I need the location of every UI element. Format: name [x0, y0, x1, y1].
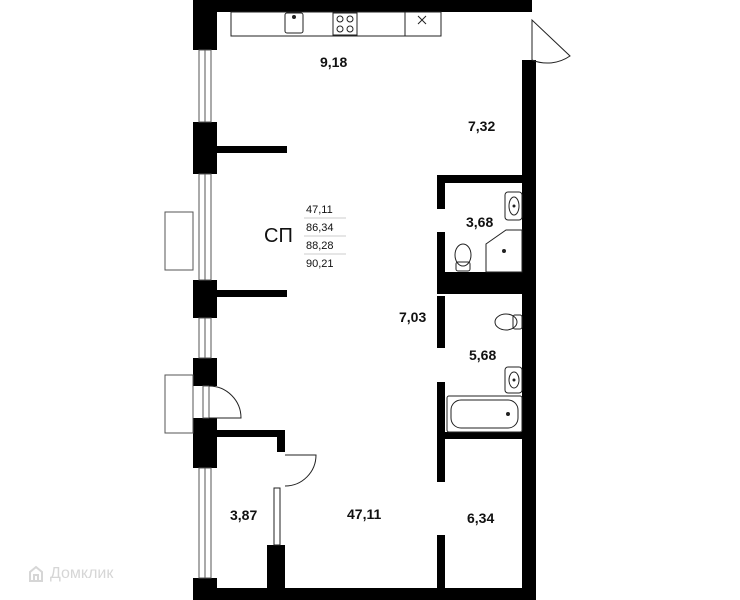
storage-door-swing — [284, 454, 317, 487]
summary-line-4: 90,21 — [306, 258, 334, 270]
wet-wall-5 — [437, 535, 445, 590]
sanitary-fixtures — [446, 191, 523, 433]
balcony-ledge-lower — [164, 374, 194, 434]
entrance-door — [531, 18, 571, 64]
watermark: Домклик — [26, 562, 113, 586]
doors — [208, 18, 571, 546]
room-lower-right-area: 6,34 — [467, 510, 494, 526]
toilet-icon — [494, 313, 523, 331]
summary-line-3: 88,28 — [306, 240, 334, 252]
bath-bottom-wall — [437, 432, 525, 439]
balcony-door-leaf — [202, 385, 210, 419]
storage-right-wall — [267, 545, 285, 590]
wall-left-pier-1 — [193, 122, 217, 174]
domclick-logo-icon — [29, 565, 43, 582]
summary-line-2: 86,34 — [306, 222, 334, 234]
balcony-door-swing — [208, 385, 242, 419]
wall-left-pier-4 — [193, 418, 217, 468]
shower-tray-icon — [485, 229, 523, 273]
shower-room-area: 3,68 — [466, 214, 493, 230]
sink-icon — [284, 12, 304, 34]
wet-wall-3 — [437, 296, 445, 348]
watermark-text: Домклик — [50, 565, 114, 582]
windows — [164, 49, 212, 579]
corridor-middle-area: 7,03 — [399, 309, 426, 325]
room-area-labels: 9,18 7,32 3,68 7,03 5,68 3,87 47,11 6,34 — [230, 54, 496, 526]
toilet-icon — [454, 243, 472, 272]
kitchen-counter — [230, 11, 442, 37]
wet-top-wall — [437, 175, 525, 183]
apartment-code: СП — [264, 225, 293, 247]
washbasin-icon — [504, 191, 523, 221]
partition-upper — [217, 146, 287, 153]
wall-right-top — [522, 0, 532, 12]
wall-right — [522, 60, 536, 600]
wet-wall-1 — [437, 175, 445, 209]
walls — [193, 0, 536, 600]
apartment-summary: СП 47,11 86,34 88,28 90,21 — [264, 204, 346, 270]
washbasin-icon — [504, 366, 523, 394]
storage-area: 3,87 — [230, 507, 257, 523]
wet-wall-2 — [437, 232, 445, 294]
kitchen-area: 9,18 — [320, 54, 347, 70]
bathtub-icon — [446, 395, 523, 433]
stove-icon — [332, 12, 358, 36]
bathroom-area: 5,68 — [469, 347, 496, 363]
summary-line-1: 47,11 — [306, 204, 333, 216]
corridor-upper-area: 7,32 — [468, 118, 495, 134]
wall-left-pier-2 — [193, 280, 217, 318]
wall-bottom — [193, 588, 536, 600]
partition-lower — [217, 290, 287, 297]
living-room-area: 47,11 — [347, 506, 381, 522]
wet-mid-wall — [437, 272, 525, 294]
storage-jamb — [277, 430, 285, 452]
fridge-icon — [417, 15, 427, 25]
sliding-door — [273, 487, 281, 546]
wall-top — [193, 0, 529, 12]
storage-top-wall — [217, 430, 285, 437]
balcony-ledge-upper — [164, 211, 194, 271]
wall-left-pier-3 — [193, 358, 217, 386]
